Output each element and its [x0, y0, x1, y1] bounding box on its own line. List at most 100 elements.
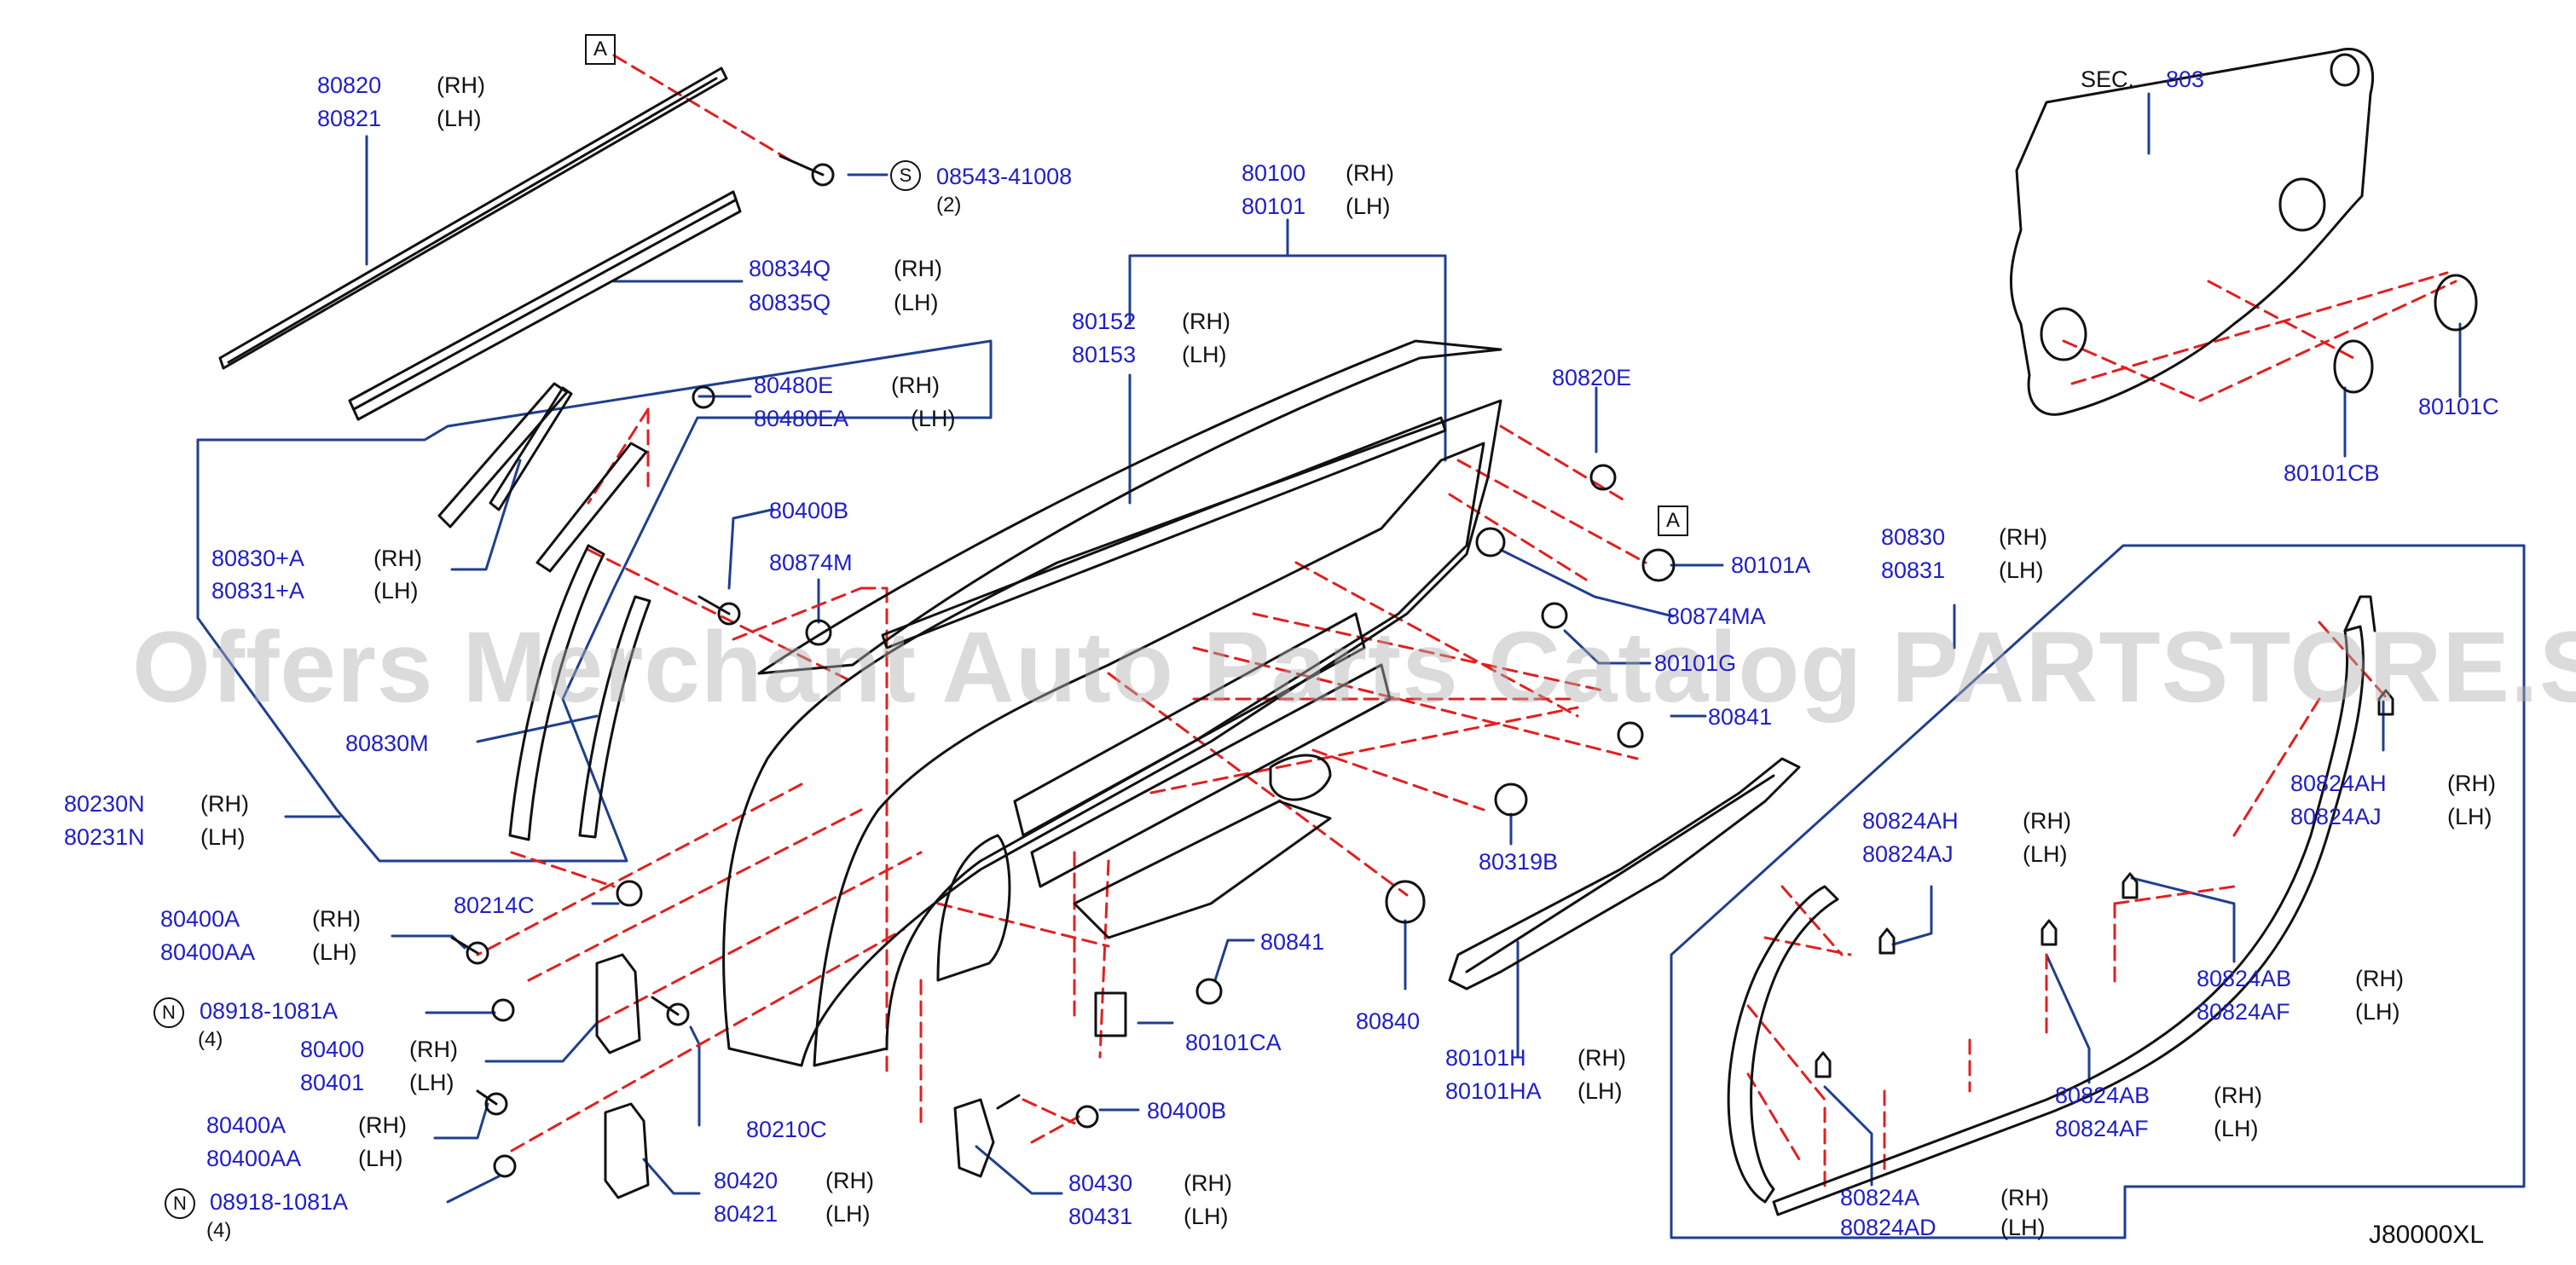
callout-80101a[interactable]: 80101A [1731, 552, 1811, 578]
callout-80841-bottom[interactable]: 80841 [1260, 929, 1325, 955]
side-label: (LH) [911, 406, 956, 431]
part-number[interactable]: 80824AD [1840, 1215, 1936, 1240]
side-label: (RH) [1182, 309, 1230, 334]
callout-80820e[interactable]: 80820E [1552, 365, 1632, 390]
part-number[interactable]: 80431 [1068, 1204, 1133, 1229]
callout-80400b-top[interactable]: 80400B [769, 498, 849, 523]
part-number[interactable]: 80153 [1072, 342, 1137, 367]
side-label: (RH) [200, 791, 249, 817]
part-number[interactable]: 80824AF [2055, 1116, 2149, 1141]
part-number[interactable]: 80824AJ [2290, 804, 2382, 829]
part-drawings [218, 47, 2478, 1216]
part-number[interactable]: 80230N [64, 791, 145, 817]
side-label: (LH) [373, 578, 419, 604]
part-number[interactable]: 80400AA [206, 1146, 302, 1171]
part-number[interactable]: 80152 [1072, 309, 1137, 334]
side-label: (RH) [825, 1168, 874, 1193]
part-number[interactable]: 08918-1081A [210, 1189, 349, 1215]
part-number[interactable]: 80400A [160, 906, 240, 932]
diagram-code: J80000XL [2369, 1221, 2485, 1249]
side-label: (LH) [2355, 999, 2400, 1025]
part-number[interactable]: 08543-41008 [936, 164, 1073, 189]
side-label: (RH) [2023, 808, 2071, 834]
reference-box-a-right: A [1658, 505, 1688, 536]
quantity-label: (2) [936, 194, 962, 217]
part-number[interactable]: 80101HA [1445, 1078, 1542, 1104]
side-label: (LH) [2214, 1116, 2259, 1141]
side-label: (RH) [894, 256, 942, 281]
side-label: (LH) [1184, 1204, 1229, 1229]
symbol-n-bottom: N [165, 1188, 195, 1219]
part-number[interactable]: 80420 [714, 1168, 779, 1193]
part-number[interactable]: 08918-1081A [200, 998, 339, 1024]
part-number[interactable]: 80101H [1445, 1045, 1526, 1071]
quantity-label: (4) [206, 1219, 232, 1242]
part-number[interactable]: 80480EA [754, 406, 849, 431]
part-number[interactable]: 80834Q [749, 256, 831, 281]
side-label: (LH) [409, 1070, 454, 1095]
side-label: (RH) [409, 1037, 458, 1062]
side-label: (RH) [358, 1112, 407, 1138]
callout-80874m[interactable]: 80874M [769, 550, 853, 575]
part-number[interactable]: 80231N [64, 824, 145, 850]
side-label: (LH) [1182, 342, 1227, 367]
part-number[interactable]: 80824AB [2197, 966, 2292, 991]
callout-80210c[interactable]: 80210C [746, 1117, 827, 1142]
side-label: (RH) [312, 906, 361, 932]
part-number[interactable]: 80824A [1840, 1185, 1920, 1210]
side-label: (LH) [200, 824, 246, 850]
part-number[interactable]: 80824AB [2055, 1083, 2151, 1108]
part-number[interactable]: 80421 [714, 1201, 779, 1227]
part-number[interactable]: 80101 [1242, 194, 1306, 219]
side-label: (LH) [894, 290, 939, 315]
side-label: (RH) [437, 72, 485, 98]
section-prefix: SEC. [2081, 66, 2135, 92]
part-number[interactable]: 80100 [1242, 160, 1306, 186]
part-number[interactable]: 80830+A [211, 546, 304, 571]
callout-80101c[interactable]: 80101C [2418, 394, 2499, 419]
quantity-label: (4) [198, 1028, 223, 1051]
side-label: (LH) [1577, 1078, 1623, 1104]
part-number[interactable]: 80831 [1881, 557, 1946, 583]
part-number[interactable]: 80824AF [2197, 999, 2290, 1025]
part-number[interactable]: 80480E [754, 373, 834, 398]
callout-80101g[interactable]: 80101G [1654, 650, 1737, 676]
callout-80841-top[interactable]: 80841 [1708, 704, 1773, 730]
callout-80319b[interactable]: 80319B [1479, 849, 1559, 875]
side-label: (LH) [1999, 557, 2044, 583]
part-number[interactable]: 80821 [317, 106, 382, 131]
callout-80101ca[interactable]: 80101CA [1185, 1030, 1282, 1055]
part-number[interactable]: 80400A [206, 1112, 287, 1138]
side-label: (LH) [2000, 1215, 2046, 1240]
symbol-n-top: N [153, 997, 184, 1028]
part-number[interactable]: 80401 [300, 1070, 365, 1095]
part-number[interactable]: 80835Q [749, 290, 831, 315]
section-number-link[interactable]: 803 [2166, 66, 2205, 92]
callout-80400b-bottom[interactable]: 80400B [1147, 1098, 1227, 1123]
side-label: (LH) [1346, 194, 1391, 219]
callout-80830m[interactable]: 80830M [345, 731, 429, 756]
part-number[interactable]: 80820 [317, 72, 382, 98]
part-number[interactable]: 80430 [1068, 1170, 1133, 1196]
part-number[interactable]: 80824AH [2290, 771, 2387, 796]
part-number[interactable]: 80400AA [160, 939, 256, 965]
side-label: (LH) [437, 106, 482, 131]
part-number[interactable]: 80831+A [211, 578, 304, 604]
side-label: (RH) [1577, 1045, 1626, 1071]
part-number[interactable]: 80830 [1881, 524, 1946, 550]
callout-80101cb[interactable]: 80101CB [2284, 460, 2380, 486]
callout-80874ma[interactable]: 80874MA [1667, 604, 1766, 629]
part-number[interactable]: 80400 [300, 1037, 365, 1062]
watermark-text: Offers Merchant Auto Parts Catalog PARTS… [132, 611, 2576, 724]
side-label: (LH) [825, 1201, 871, 1227]
side-label: (LH) [2447, 804, 2492, 829]
side-label: (RH) [2355, 966, 2404, 991]
symbol-s: S [890, 160, 921, 191]
side-label: (RH) [2447, 771, 2496, 796]
callout-80214c[interactable]: 80214C [454, 892, 535, 918]
reference-box-a-top: A [585, 34, 616, 65]
part-number[interactable]: 80824AH [1862, 808, 1959, 834]
side-label: (RH) [373, 546, 422, 571]
callout-80840[interactable]: 80840 [1356, 1008, 1421, 1034]
part-number[interactable]: 80824AJ [1862, 841, 1954, 867]
